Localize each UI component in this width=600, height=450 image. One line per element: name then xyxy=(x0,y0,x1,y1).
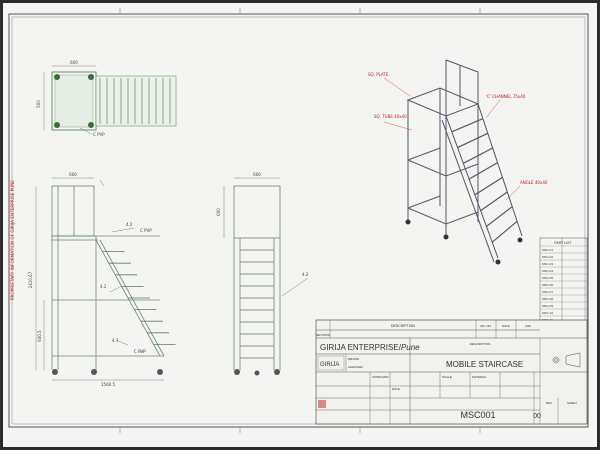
logo-text: GIRIJA xyxy=(320,362,339,368)
iso-step xyxy=(463,147,493,164)
label-approved: APPROVED xyxy=(372,375,390,379)
side-callout-2: C PVP xyxy=(140,228,152,233)
label-scale: SCALE xyxy=(442,375,452,379)
iso-label-angle: ANGLE 40x40 xyxy=(520,180,548,185)
iso-step xyxy=(480,191,508,212)
top-width-dim: 600 xyxy=(70,60,78,65)
part-list-row: MSC-06 xyxy=(542,283,553,287)
side-height-dim: 2410.67 xyxy=(28,271,33,288)
description-header: DESCRIPTION xyxy=(470,342,491,346)
part-list-row: MSC-04 xyxy=(542,269,553,273)
top-callout: C PVP xyxy=(93,132,105,137)
iso-step xyxy=(486,206,513,227)
iso-step xyxy=(451,118,484,133)
label-checked: CHECKED xyxy=(348,365,364,369)
label-material: MATERIAL xyxy=(472,375,487,379)
iso-label-channel: 'C' CHANNEL 75x40 xyxy=(486,94,526,99)
logo-box xyxy=(317,355,345,371)
side-callout-3: 4.2 xyxy=(100,284,107,289)
rev-header-1: DESCRIPTION xyxy=(391,324,415,328)
iso-step xyxy=(474,176,503,196)
top-height-dim: 500 xyxy=(36,100,41,108)
drawing-title: MOBILE STAIRCASE xyxy=(446,360,523,369)
part-list-row: MSC-10 xyxy=(542,311,553,315)
title-block: REVISION DESCRIPTION DR. NO. DATE CHK GI… xyxy=(315,319,588,425)
front-view: 600 600 4.2 xyxy=(216,172,309,376)
rev-header-4: CHK xyxy=(525,324,531,328)
company-name: GIRIJA ENTERPRISE/Pune xyxy=(320,343,420,352)
side-note: PROPRIETARY INFORMATION OF GIRIJA ENTERP… xyxy=(10,180,15,300)
side-base-dim: 1560.5 xyxy=(101,382,115,387)
iso-label-plate: SQ. PLATE xyxy=(368,72,389,77)
front-top-dim: 600 xyxy=(253,172,261,177)
side-callout-1: 4.2 xyxy=(126,222,133,227)
rev-header-2: DR. NO. xyxy=(480,324,492,328)
isometric-view: SQ. PLATE SQ. TUBE 40x40 'C' CHANNEL 75x… xyxy=(368,59,548,265)
zone-ticks xyxy=(119,8,481,433)
part-list-row: MSC-05 xyxy=(542,276,553,280)
side-callout-4: 4.7 xyxy=(112,338,119,343)
label-date: DATE xyxy=(392,387,400,391)
drawing-number: MSC001 xyxy=(460,410,495,420)
side-lower-dim: 640.5 xyxy=(37,330,42,342)
sheet-label: SHEET xyxy=(567,401,577,405)
rev-label: REV xyxy=(546,401,552,405)
rev-header-3: DATE xyxy=(502,324,510,328)
part-list-row: MSC-01 xyxy=(542,248,553,252)
revision-number: 00 xyxy=(533,413,541,420)
part-list-row: MSC-03 xyxy=(542,262,553,266)
rev-header-0: REVISION xyxy=(316,333,330,337)
front-callout: 4.2 xyxy=(302,272,309,277)
approval-stamp xyxy=(318,400,326,408)
iso-step xyxy=(468,162,498,180)
top-view: 600 500 C PVP xyxy=(36,60,177,137)
iso-step xyxy=(491,220,518,243)
part-list-row: MSC-09 xyxy=(542,304,553,308)
front-height-dim: 600 xyxy=(216,208,221,216)
side-top-dim: 600 xyxy=(69,172,77,177)
side-view: 600 2410.67 640.5 1560.5 4.2 C PVP 4.2 4… xyxy=(28,172,176,387)
part-list-row: MSC-07 xyxy=(542,290,553,294)
label-drawn: DRAWN xyxy=(348,357,359,361)
iso-step xyxy=(457,132,489,149)
side-callout-5: C PVP xyxy=(134,349,146,354)
projection-symbol-icon xyxy=(552,352,581,368)
iso-label-tube: SQ. TUBE 40x40 xyxy=(374,114,407,119)
inner-border xyxy=(11,16,586,425)
part-list-row: MSC-02 xyxy=(542,255,553,259)
part-list-header: PART LIST xyxy=(554,241,572,245)
part-list-row: MSC-08 xyxy=(542,297,553,301)
drawing-border xyxy=(8,13,589,428)
